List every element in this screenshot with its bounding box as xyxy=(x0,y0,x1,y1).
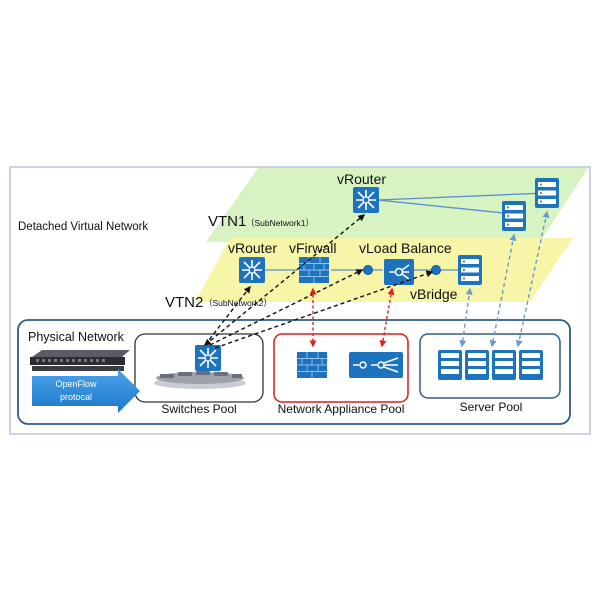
server-mapping-links xyxy=(459,210,550,348)
vtn1-server-icon-2 xyxy=(502,201,526,231)
switch-hardware-icon xyxy=(30,350,130,371)
switches-pool-label: Switches Pool xyxy=(161,402,236,416)
vtn1-router-icon xyxy=(352,186,380,214)
vtn1-plane xyxy=(206,168,588,242)
vtn2-sublabel: （SubNetwork2） xyxy=(204,298,272,308)
vtn1-label: VTN1 xyxy=(208,213,246,230)
vtn2-label: VTN2 xyxy=(165,294,203,311)
openflow-label-line2: protocal xyxy=(60,392,92,402)
vtn2-router-label: vRouter xyxy=(228,240,277,256)
switch-mapping-links xyxy=(203,214,434,349)
vtn2-load-balancer-label: vLoad Balance xyxy=(359,240,452,256)
vtn2-server-icon xyxy=(458,255,482,285)
vtn2-router-icon xyxy=(238,256,266,284)
physical-load-balancer-icon xyxy=(349,352,403,378)
vtn2-firewall-label: vFirwall xyxy=(289,240,336,256)
vtn2-load-balancer-icon xyxy=(383,258,415,286)
physical-firewall-icon xyxy=(296,351,328,379)
openflow-arrow-icon xyxy=(32,369,140,413)
vtn1-sublabel: （SubNetwork1） xyxy=(246,218,314,228)
appliance-pool-label: Network Appliance Pool xyxy=(278,402,405,416)
vtn2-bridge-label: vBridge xyxy=(410,286,458,302)
physical-switch-router-icon xyxy=(194,344,222,372)
openflow-label-line1: OpenFlow xyxy=(55,379,97,389)
vtn2-port-node-1 xyxy=(363,265,373,275)
vtn2-firewall-icon xyxy=(298,256,330,284)
detached-network-label: Detached Virtual Network xyxy=(18,221,148,233)
physical-server-rack-icons xyxy=(438,350,543,380)
vtn1-links xyxy=(377,192,547,215)
switch-stack-icon xyxy=(154,371,246,389)
physical-network-label: Physical Network xyxy=(28,330,125,344)
server-pool-label: Server Pool xyxy=(460,400,523,414)
vtn2-port-node-2 xyxy=(431,265,441,275)
vtn1-router-label: vRouter xyxy=(337,171,386,187)
vtn1-server-icon-1 xyxy=(535,178,559,208)
appliance-mapping-links xyxy=(309,287,395,348)
